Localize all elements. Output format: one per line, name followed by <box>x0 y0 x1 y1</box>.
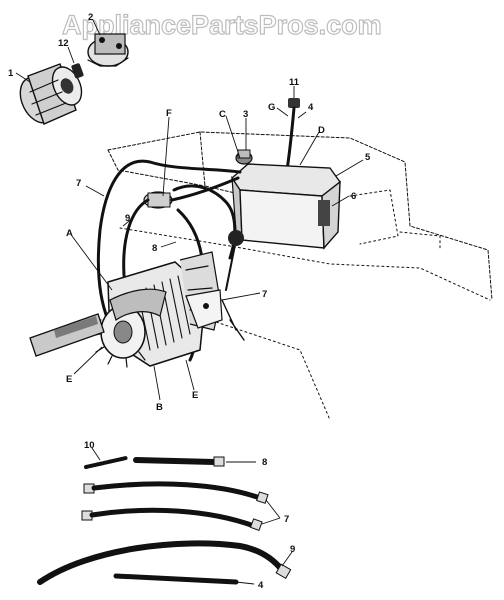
callout-labels: 1 2 12 11 G 4 F C 3 D 5 6 7 9 8 A 7 E B … <box>8 12 371 591</box>
fuel-filter-part-F <box>143 191 173 209</box>
callout-leaders <box>15 19 364 401</box>
fuel-cap-part-11 <box>285 98 300 172</box>
callout-E-right: E <box>192 390 198 401</box>
governor-linkage <box>185 289 245 341</box>
callout-10: 10 <box>84 440 95 451</box>
callout-7-hose: 7 <box>284 514 289 525</box>
switch-part-2 <box>87 33 129 67</box>
hose-part-8 <box>133 456 256 467</box>
callout-3: 3 <box>243 109 248 120</box>
callout-12: 12 <box>58 38 69 49</box>
callout-C: C <box>219 109 226 120</box>
callout-2: 2 <box>88 12 93 23</box>
callout-7-left: 7 <box>76 178 81 189</box>
hose-part-9 <box>37 540 293 585</box>
drive-shaft <box>29 313 105 357</box>
connector-part-12 <box>71 63 84 79</box>
callout-9-hose: 9 <box>290 544 295 555</box>
callout-E-left: E <box>66 374 72 385</box>
engine-assembly-part-B <box>89 251 221 368</box>
fuel-tank-part-5 <box>231 163 341 250</box>
hose-part-7-lower <box>81 499 281 532</box>
callout-D: D <box>318 125 325 136</box>
callout-4-hose: 4 <box>258 580 264 591</box>
callout-4-top: 4 <box>308 102 314 113</box>
callout-7-right: 7 <box>262 289 267 300</box>
hose-part-4 <box>113 573 255 585</box>
starter-motor-part-1 <box>19 63 83 125</box>
hose-part-7-upper <box>83 481 269 504</box>
callout-5: 5 <box>365 152 371 163</box>
callout-1: 1 <box>8 68 14 79</box>
throttle-lever <box>225 230 244 291</box>
callout-A: A <box>66 228 73 239</box>
callout-F: F <box>166 108 172 119</box>
filter-part-3 <box>235 149 253 165</box>
callout-11: 11 <box>289 77 300 88</box>
callout-B: B <box>156 402 163 413</box>
callout-8-mid: 8 <box>152 243 157 254</box>
callout-6: 6 <box>351 191 356 202</box>
callout-G: G <box>268 102 275 113</box>
hose-part-10 <box>84 447 128 469</box>
callout-9-mid: 9 <box>125 213 130 224</box>
callout-8-hose: 8 <box>262 457 267 468</box>
